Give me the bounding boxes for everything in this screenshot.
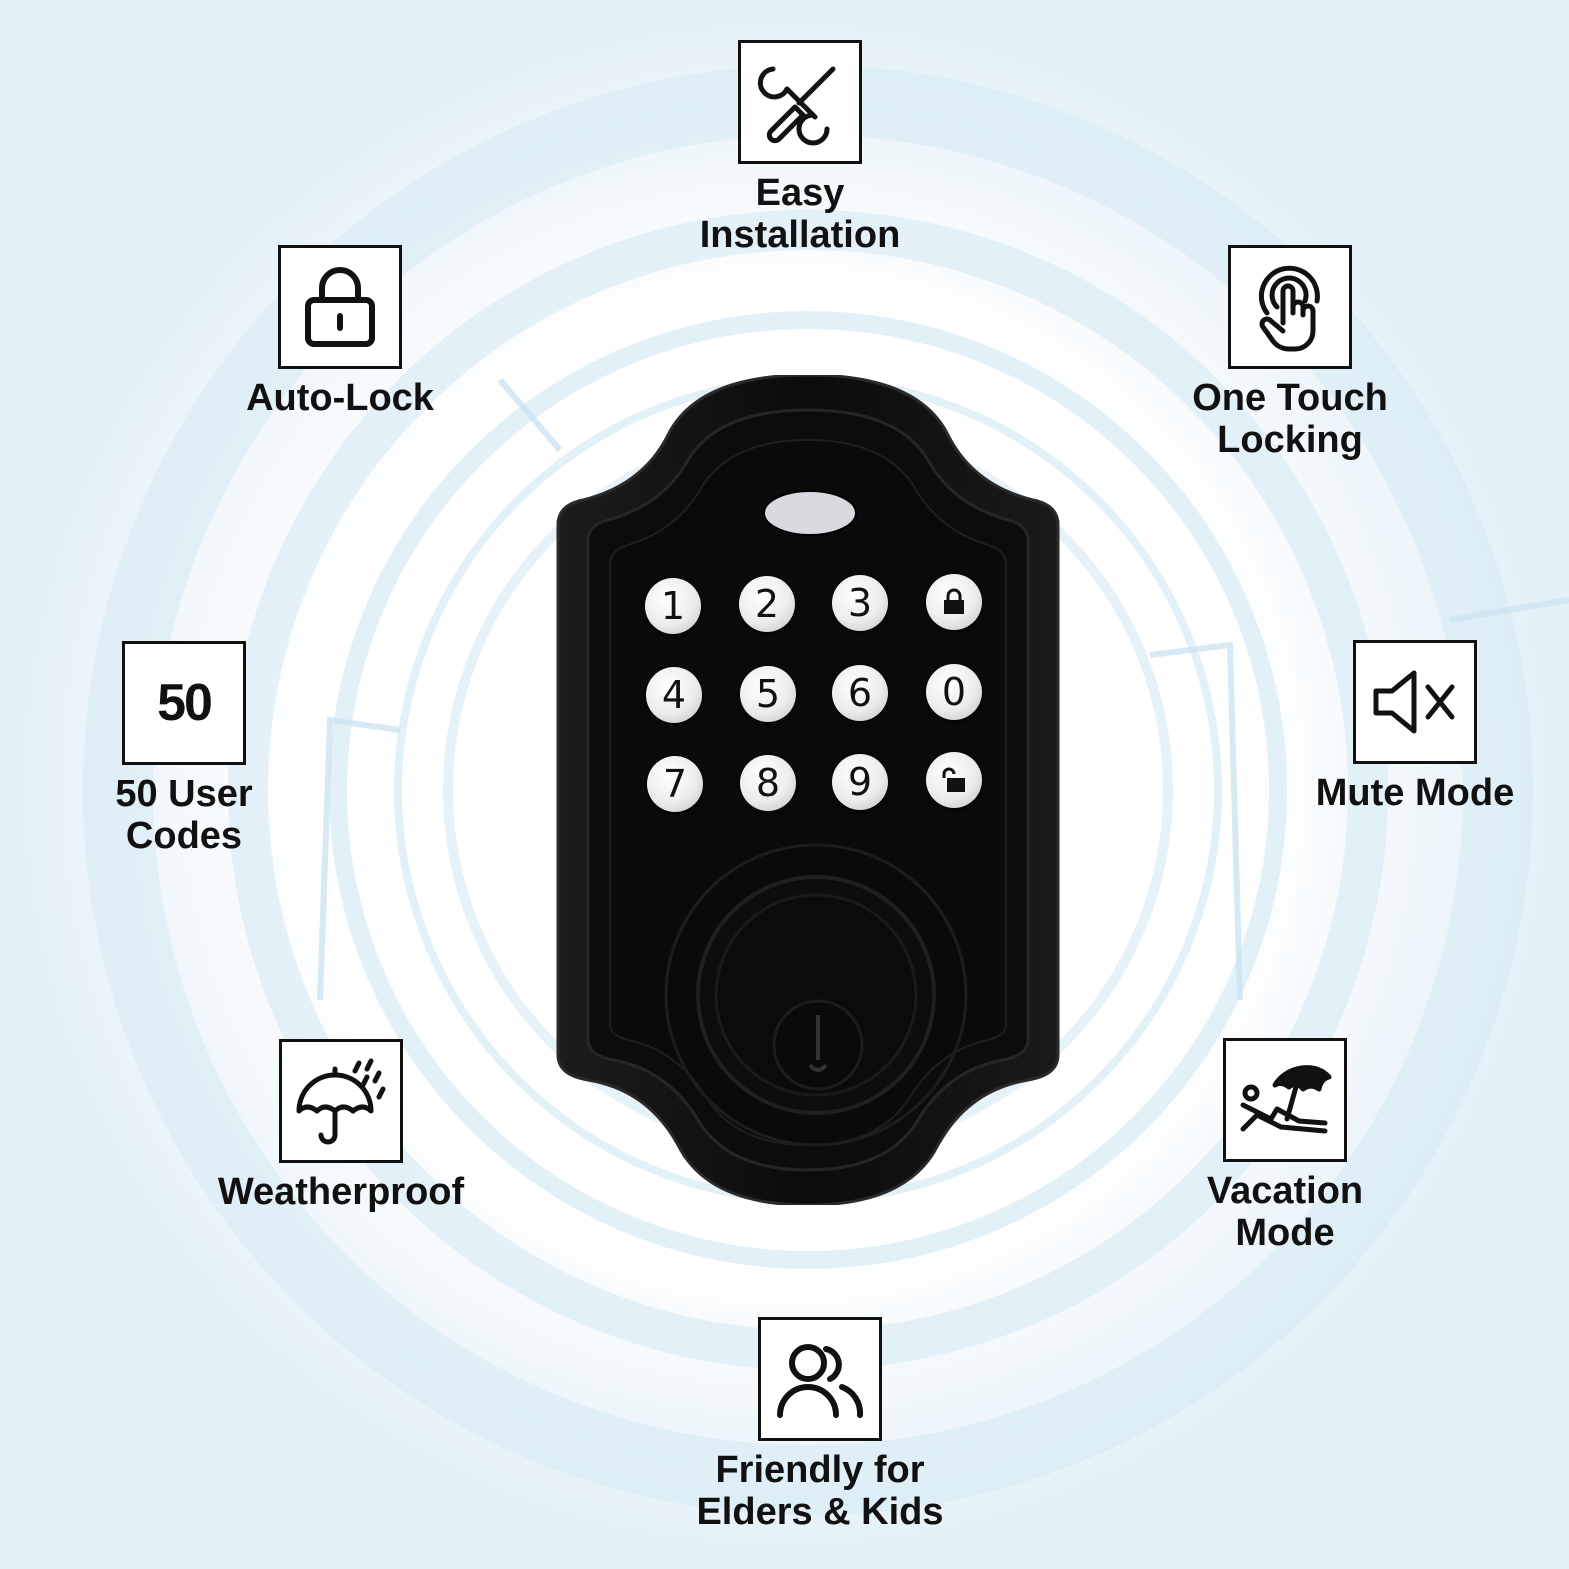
keypad-key-2[interactable]: 2: [739, 576, 795, 632]
keypad-key-7[interactable]: 7: [647, 756, 703, 812]
keypad-key-8[interactable]: 8: [740, 755, 796, 811]
keypad-key-3[interactable]: 3: [832, 575, 888, 631]
number-50-icon: 50: [157, 674, 213, 732]
feature-label: Weatherproof: [217, 1171, 465, 1213]
umbrella-rain-icon: [296, 1058, 386, 1145]
icon-box: [279, 1039, 403, 1163]
feature-user-codes: 50 50 User Codes: [92, 641, 276, 857]
keypad-key-9[interactable]: 9: [832, 754, 888, 810]
feature-easy-installation: Easy Installation: [690, 40, 910, 256]
feature-label: One Touch Locking: [1192, 377, 1388, 461]
icon-box: [758, 1317, 882, 1441]
wrench-screwdriver-icon: [757, 66, 836, 146]
icon-box: [1223, 1038, 1347, 1162]
keypad-key-4[interactable]: 4: [646, 667, 702, 723]
feature-label: Vacation Mode: [1206, 1170, 1364, 1254]
icon-box: [738, 40, 862, 164]
padlock-open-icon: [942, 767, 965, 792]
feature-label: 50 User Codes: [115, 773, 253, 857]
users-icon: [777, 1344, 864, 1418]
keypad-key-unlock[interactable]: [926, 752, 982, 808]
beach-chair-umbrella-icon: [1240, 1065, 1332, 1134]
keypad-key-5[interactable]: 5: [740, 666, 796, 722]
speaker-mute-icon: [1373, 670, 1455, 734]
feature-label: Auto-Lock: [246, 377, 434, 419]
keypad-key-1[interactable]: 1: [645, 578, 701, 634]
feature-label: Friendly for Elders & Kids: [696, 1449, 944, 1533]
keypad-key-lock[interactable]: [926, 574, 982, 630]
feature-mute-mode: Mute Mode: [1295, 640, 1535, 814]
keypad-key-6[interactable]: 6: [832, 665, 888, 721]
feature-label: Mute Mode: [1315, 772, 1515, 814]
keypad-key-0[interactable]: 0: [926, 664, 982, 720]
touch-finger-icon: [1258, 265, 1320, 352]
feature-label: Easy Installation: [699, 172, 901, 256]
icon-box: [1353, 640, 1477, 764]
icon-box: 50: [122, 641, 246, 765]
feature-auto-lock: Auto-Lock: [230, 245, 450, 419]
padlock-closed-icon: [944, 588, 964, 614]
feature-vacation-mode: Vacation Mode: [1170, 1038, 1400, 1254]
padlock-icon: [305, 267, 375, 347]
icon-box: [278, 245, 402, 369]
lock-body: [556, 375, 1060, 1205]
feature-friendly: Friendly for Elders & Kids: [675, 1317, 965, 1533]
feature-one-touch-locking: One Touch Locking: [1170, 245, 1410, 461]
icon-box: [1228, 245, 1352, 369]
smart-deadbolt-lock: 1 2 3 4 5 6 0 7 8 9: [548, 375, 1068, 1205]
feature-weatherproof: Weatherproof: [200, 1039, 482, 1213]
